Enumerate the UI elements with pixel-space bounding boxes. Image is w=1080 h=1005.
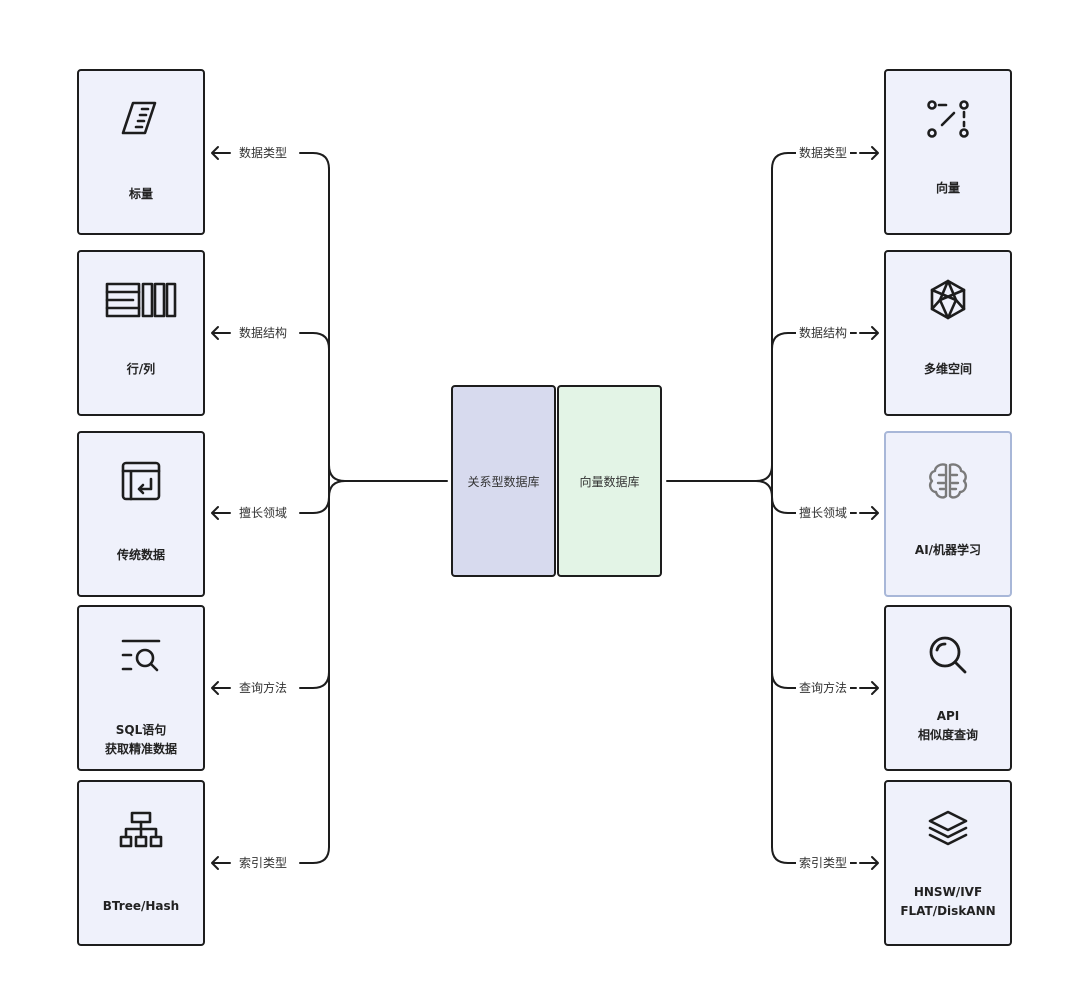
layers-icon [886,804,1010,856]
polyhedron-icon [886,274,1010,326]
left-card-label: 行/列 [126,362,156,376]
left-trunk-line [328,464,448,482]
right-card-label: HNSW/IVF FLAT/DiskANN [900,885,996,918]
left-arrow [211,506,231,520]
layout-transfer-icon [79,455,203,507]
left-edge-label: 数据结构 [236,325,291,341]
left-arrow [211,326,231,340]
right-branch-line [771,846,857,864]
right-edge-label: 数据结构 [796,325,851,341]
left-card-label: BTree/Hash [102,899,180,913]
right-edge-label: 擅长领域 [796,505,851,521]
left-card-scalar: 标量 [77,69,205,235]
right-card-multidim-space: 多维空间 [884,250,1012,416]
right-arrow [859,146,879,160]
right-branch-line [771,496,857,514]
vector-db-label: 向量数据库 [579,474,640,489]
left-branch-line [299,332,330,350]
left-arrow [211,146,231,160]
left-arrow [211,681,231,695]
relational-db-box: 关系型数据库 [451,385,556,577]
left-card-label: 标量 [128,187,153,201]
right-card-index-type: HNSW/IVF FLAT/DiskANN [884,780,1012,946]
left-branch-line [299,671,330,689]
tree-hierarchy-icon [79,804,203,856]
right-card-api-query: API 相似度查询 [884,605,1012,771]
right-arrow [859,326,879,340]
right-trunk-line-down [755,480,773,498]
left-arrow [211,856,231,870]
right-branch-line [771,332,857,350]
right-edge-label: 数据类型 [796,145,851,161]
list-search-icon [79,629,203,681]
left-branch-line [299,152,330,170]
right-branch-line [771,152,857,170]
right-card-label: API 相似度查询 [917,709,978,742]
search-icon [886,629,1010,681]
left-edge-label: 数据类型 [236,145,291,161]
left-trunk-line-down [328,480,346,498]
right-branch-line [771,671,857,689]
left-card-label: 传统数据 [116,548,165,562]
left-branch-line [299,496,330,514]
right-card-ai-ml: AI/机器学习 [884,431,1012,597]
right-arrow [859,506,879,520]
right-card-label: 向量 [935,181,960,195]
right-arrow [859,856,879,870]
left-card-sql-query: SQL语句 获取精准数据 [77,605,205,771]
left-edge-label: 擅长领域 [236,505,291,521]
left-branch-line [299,846,330,864]
left-card-traditional-data: 传统数据 [77,431,205,597]
table-rows-columns-icon [79,274,203,326]
right-card-label: 多维空间 [923,362,972,376]
relational-db-label: 关系型数据库 [467,474,540,489]
right-edge-label: 查询方法 [796,680,851,696]
right-edge-label: 索引类型 [796,855,851,871]
left-edge-label: 索引类型 [236,855,291,871]
brain-icon [886,455,1010,507]
right-card-vector: 向量 [884,69,1012,235]
left-card-index-type: BTree/Hash [77,780,205,946]
right-arrow [859,681,879,695]
left-card-label: SQL语句 获取精准数据 [104,723,177,756]
right-trunk-line [666,464,773,482]
ruler-icon [79,93,203,145]
left-card-rows-columns: 行/列 [77,250,205,416]
vector-points-icon [886,93,1010,145]
right-card-label: AI/机器学习 [914,543,982,557]
left-edge-label: 查询方法 [236,680,291,696]
vector-db-box: 向量数据库 [557,385,662,577]
